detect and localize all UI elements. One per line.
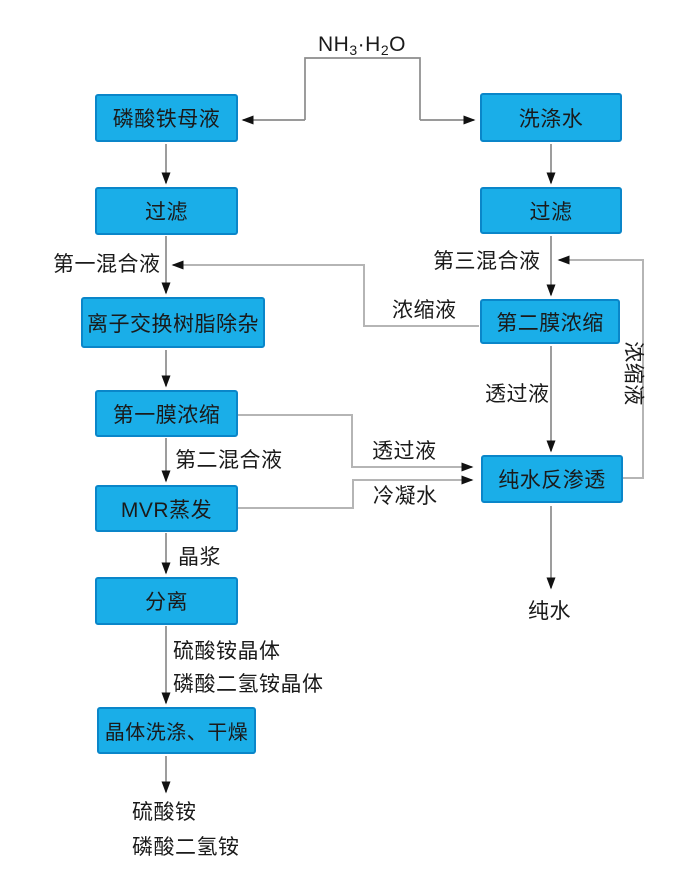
label-permeate-mid: 透过液 [372,440,437,463]
label-condensate: 冷凝水 [373,485,438,508]
node-pure-water-reverse-osmosis: 纯水反渗透 [481,455,623,503]
reagent-dot-h: ·H [357,33,381,56]
label-concentrate-left: 浓缩液 [392,299,457,322]
node-mvr-evaporation: MVR蒸发 [95,485,238,532]
label-pure-water: 纯水 [528,600,571,623]
node-iron-phosphate-mother-liquor: 磷酸铁母液 [95,94,238,142]
label-ammonium-sulfate: 硫酸铵 [132,801,197,824]
reagent-connector-line [304,57,421,120]
reagent-label: NH3·H2O [318,33,406,58]
label-monoammonium-phosphate: 磷酸二氢铵 [132,836,240,859]
label-third-mixed-liquor: 第三混合液 [433,250,541,273]
node-filter-left: 过滤 [95,187,238,235]
node-separation: 分离 [95,577,238,625]
line-concentrate-to-mix1 [171,260,479,327]
line-permeate-membrane1-to-ro [238,414,474,472]
label-first-mixed-liquor: 第一混合液 [53,253,161,276]
node-filter-right: 过滤 [480,187,622,234]
node-crystal-wash-dry: 晶体洗涤、干燥 [97,707,256,754]
reagent-subscript-2: 2 [380,42,390,58]
reagent-subscript-3: 3 [349,42,358,58]
line-condensate-mvr-to-ro [238,475,474,509]
label-map-crystal: 磷酸二氢铵晶体 [173,673,324,696]
node-membrane-concentration-2: 第二膜浓缩 [480,299,620,344]
label-ammonium-sulfate-crystal: 硫酸铵晶体 [173,640,281,663]
label-concentrate-loop: 浓缩液 [621,341,645,406]
label-permeate-right: 透过液 [485,383,550,406]
line-concentrate-loop-ro-to-mix3 [557,255,644,479]
reagent-o: O [389,33,406,56]
reagent-text: NH [318,33,350,56]
node-ion-exchange: 离子交换树脂除杂 [81,297,265,348]
node-washing-water: 洗涤水 [480,93,622,142]
label-second-mixed-liquor: 第二混合液 [175,449,283,472]
node-membrane-concentration-1: 第一膜浓缩 [95,390,238,437]
label-crystal-slurry: 晶浆 [178,546,221,569]
